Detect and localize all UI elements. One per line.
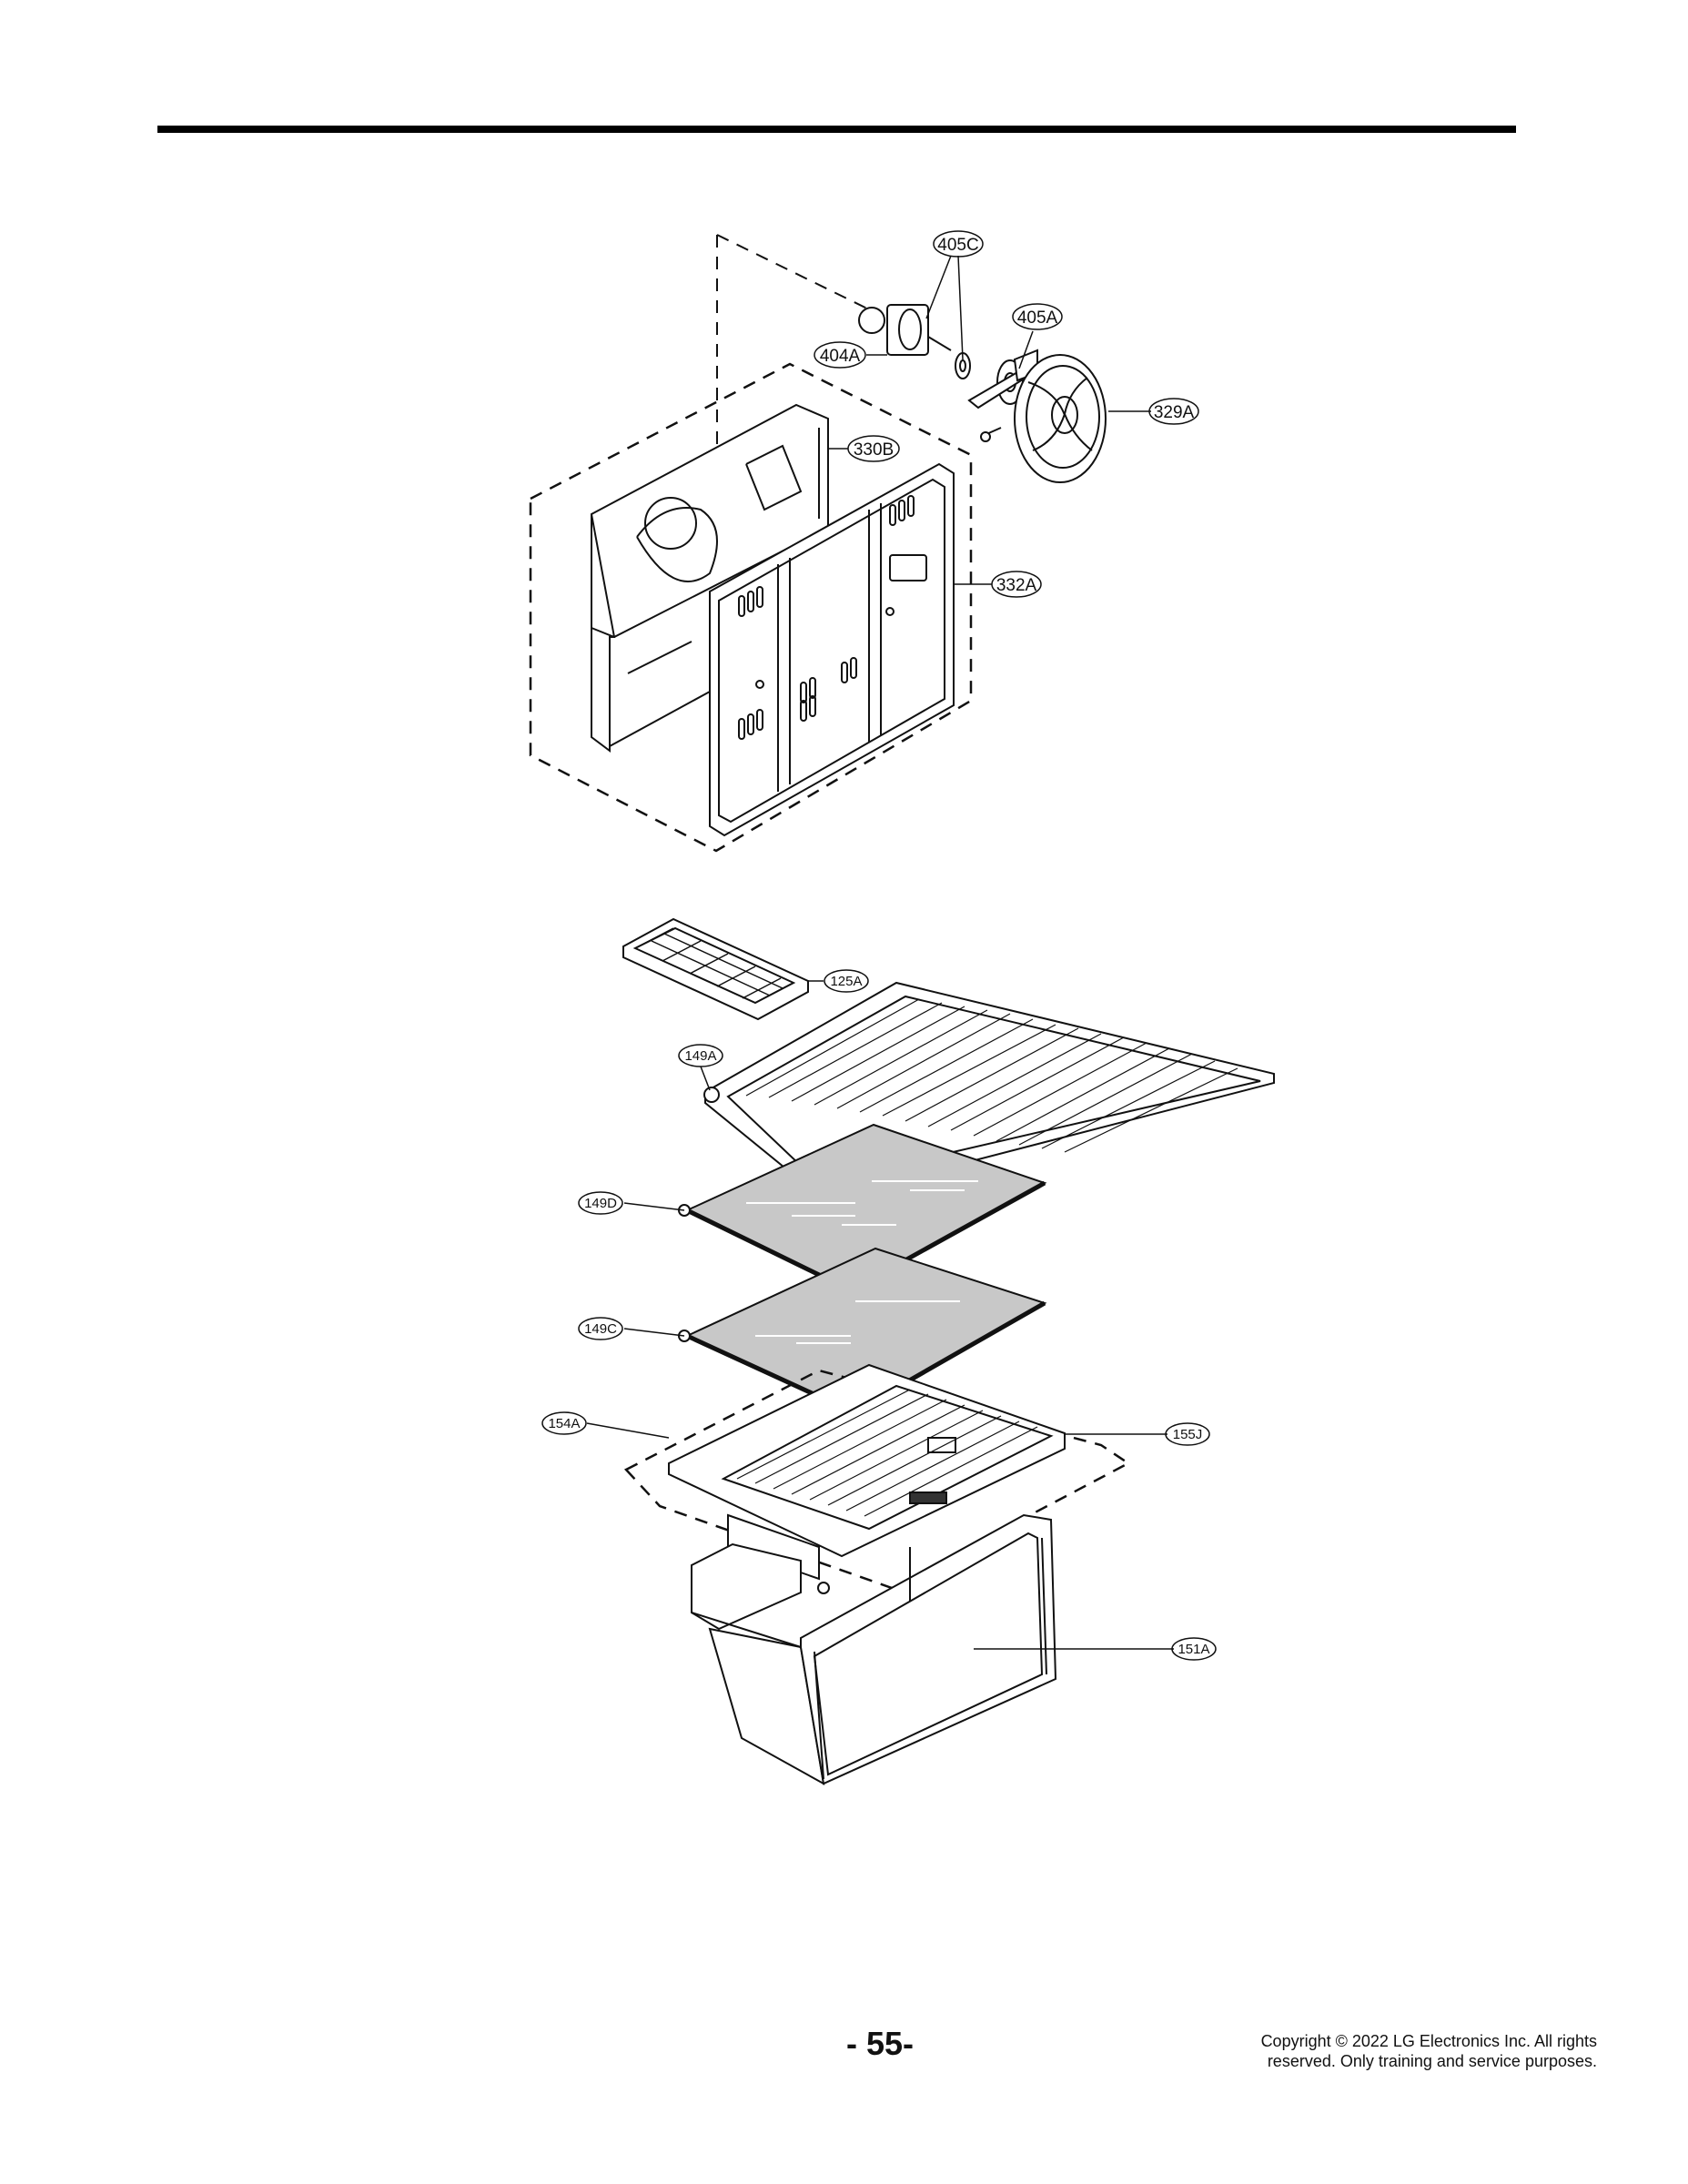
callout-405A bbox=[1012, 303, 1063, 330]
page-number: - 55- bbox=[846, 2025, 915, 2062]
part-405C-bushing bbox=[955, 352, 971, 379]
assembly-boundary-upper bbox=[529, 362, 973, 853]
callout-151A bbox=[1171, 1637, 1217, 1661]
callout-155J bbox=[1165, 1422, 1210, 1446]
part-149C-glass-shelf bbox=[678, 1247, 1047, 1415]
copyright-line-1: Copyright © 2022 LG Electronics Inc. All… bbox=[1260, 2032, 1597, 2050]
copyright-notice: Copyright © 2022 LG Electronics Inc. All… bbox=[1124, 2031, 1597, 2071]
upper-assembly bbox=[529, 234, 1107, 853]
callout-154A bbox=[541, 1411, 587, 1435]
callout-label-149D: 149D bbox=[584, 1196, 617, 1211]
callout-330B bbox=[847, 435, 900, 462]
callout-329A bbox=[1148, 398, 1199, 425]
callout-label-404A: 404A bbox=[820, 347, 861, 366]
part-330B-shroud bbox=[591, 403, 829, 753]
callout-label-125A: 125A bbox=[830, 974, 862, 989]
callout-label-149A: 149A bbox=[684, 1048, 716, 1064]
vent-slots bbox=[738, 495, 927, 740]
part-151A-crisper-drawer bbox=[691, 1513, 1057, 1785]
callout-labels: 405C 405A 404A 329A 330B 332A 125A 149A … bbox=[548, 236, 1209, 1657]
callout-label-330B: 330B bbox=[854, 440, 894, 460]
callouts bbox=[541, 230, 1217, 1661]
callout-label-405A: 405A bbox=[1017, 308, 1058, 328]
callout-149C bbox=[578, 1317, 623, 1340]
part-329A-fan bbox=[1014, 354, 1107, 483]
part-125A-egg-tray bbox=[622, 917, 809, 1021]
part-332A-cover bbox=[709, 462, 955, 837]
callout-149D bbox=[578, 1191, 623, 1215]
part-155J-crisper-cover bbox=[668, 1363, 1066, 1594]
copyright-line-2: reserved. Only training and service purp… bbox=[1267, 2052, 1597, 2070]
callout-125A bbox=[824, 969, 869, 993]
callout-332A bbox=[991, 571, 1042, 598]
header-rule bbox=[157, 126, 1516, 133]
callout-label-332A: 332A bbox=[996, 576, 1037, 595]
callout-label-154A: 154A bbox=[548, 1416, 580, 1431]
callout-405C bbox=[933, 230, 984, 258]
assembly-boundary-lower bbox=[623, 1369, 1131, 1590]
callout-label-149C: 149C bbox=[584, 1321, 617, 1337]
part-404A-motor bbox=[858, 304, 952, 356]
lower-assembly bbox=[622, 917, 1275, 1785]
callout-label-155J: 155J bbox=[1173, 1427, 1203, 1442]
callout-149A bbox=[678, 1044, 723, 1067]
callout-label-329A: 329A bbox=[1154, 403, 1195, 422]
callout-label-151A: 151A bbox=[1178, 1642, 1209, 1657]
callout-label-405C: 405C bbox=[937, 236, 978, 255]
callout-404A bbox=[814, 341, 866, 369]
